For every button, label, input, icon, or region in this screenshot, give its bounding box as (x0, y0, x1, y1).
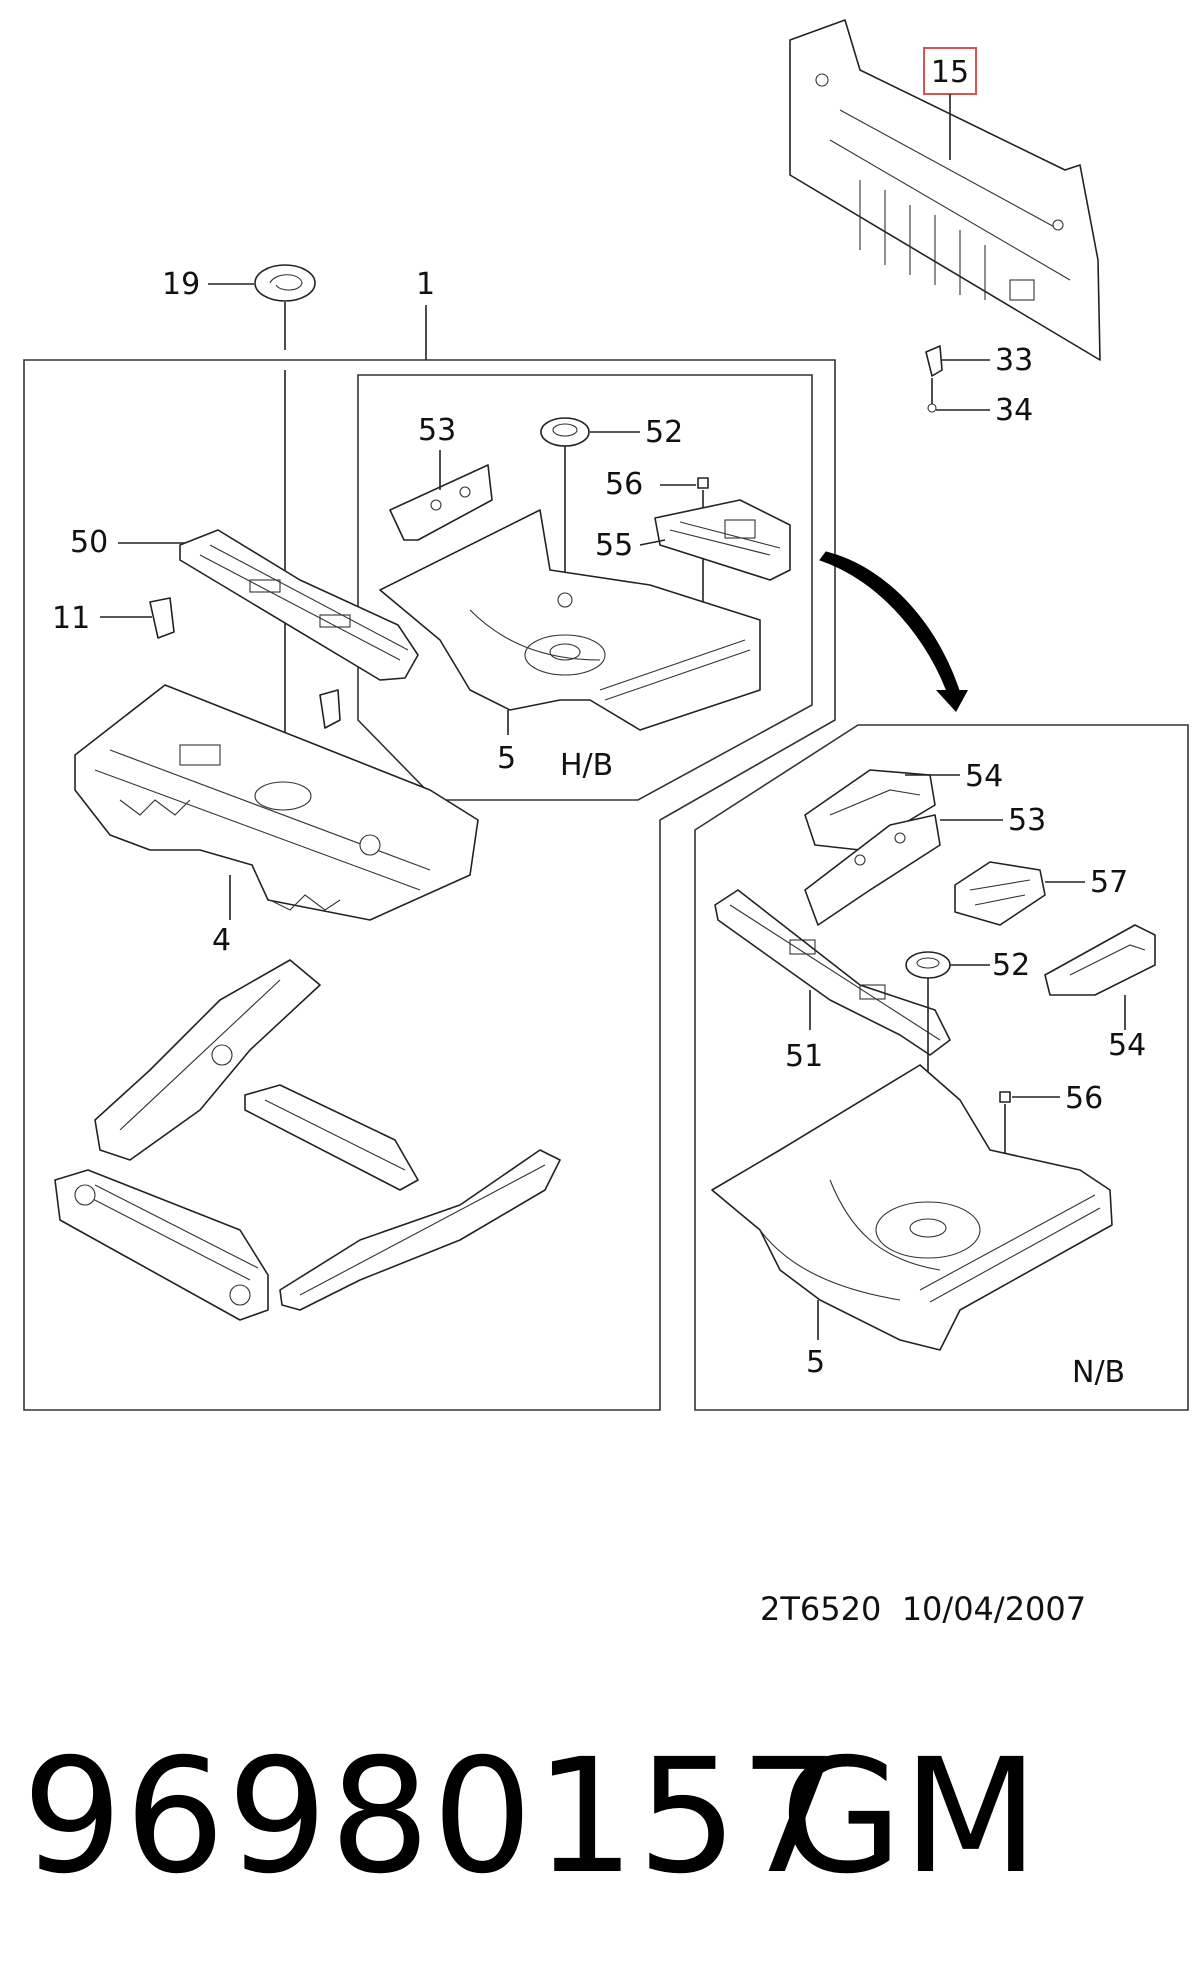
part-54-panel-top (804, 769, 936, 851)
part-11-bracket (149, 597, 341, 729)
callout-56-hb: 56 (605, 467, 643, 502)
part-53-panel-nb (804, 814, 941, 926)
callout-51: 51 (785, 1039, 823, 1074)
callout-55: 55 (595, 528, 633, 563)
part-number: 96980157 (22, 1725, 843, 1909)
callout-5-nb: 5 (806, 1345, 825, 1380)
callout-52-nb: 52 (992, 948, 1030, 983)
callout-54-top: 54 (965, 759, 1003, 794)
part-55-bracket (654, 499, 791, 581)
swap-arrow (819, 551, 963, 701)
variant-label-hb: H/B (560, 748, 613, 783)
part-56-clip-nb (999, 1091, 1011, 1103)
nb-frame (694, 724, 1189, 1411)
part-56-clip-hb (697, 477, 709, 489)
part-5-floor-nb (711, 1064, 1113, 1351)
diagram-code-date: 2T6520 10/04/2007 (760, 1590, 1087, 1628)
callout-52-hb: 52 (645, 415, 683, 450)
swap-arrow-head (936, 690, 968, 712)
part-15-rear-panel (789, 19, 1101, 361)
part-33-bracket (925, 345, 943, 377)
callout-53-hb: 53 (418, 413, 456, 448)
part-53-panel-hb (389, 464, 493, 541)
part-52-cap-nb (905, 951, 951, 979)
callout-5-hb: 5 (497, 741, 516, 776)
main-frame (23, 359, 836, 1411)
callout-34: 34 (995, 393, 1033, 428)
callout-50: 50 (70, 525, 108, 560)
callout-15: 15 (931, 55, 969, 90)
part-54-panel-bottom (1044, 924, 1156, 996)
variant-label-nb: N/B (1072, 1355, 1125, 1390)
part-19-plug (254, 264, 316, 302)
part-51-crossmember (714, 889, 951, 1056)
part-57-tray (954, 861, 1046, 926)
part-34-bolt (927, 378, 937, 413)
part-52-cap-hb (540, 417, 590, 447)
part-4-rear-floor (74, 684, 479, 921)
underbody-rails (54, 959, 561, 1321)
callout-11: 11 (52, 601, 90, 636)
brand-name: GM (780, 1725, 1039, 1909)
callout-19: 19 (162, 267, 200, 302)
part-50-crossmember (179, 529, 419, 681)
hb-frame (357, 374, 813, 801)
callout-56-nb: 56 (1065, 1081, 1103, 1116)
callout-33: 33 (995, 343, 1033, 378)
callout-4: 4 (212, 923, 231, 958)
callout-1: 1 (416, 267, 435, 302)
callout-53-nb: 53 (1008, 803, 1046, 838)
callout-57: 57 (1090, 865, 1128, 900)
callout-54-bottom: 54 (1108, 1028, 1146, 1063)
part-5-floor-hb (379, 509, 761, 731)
